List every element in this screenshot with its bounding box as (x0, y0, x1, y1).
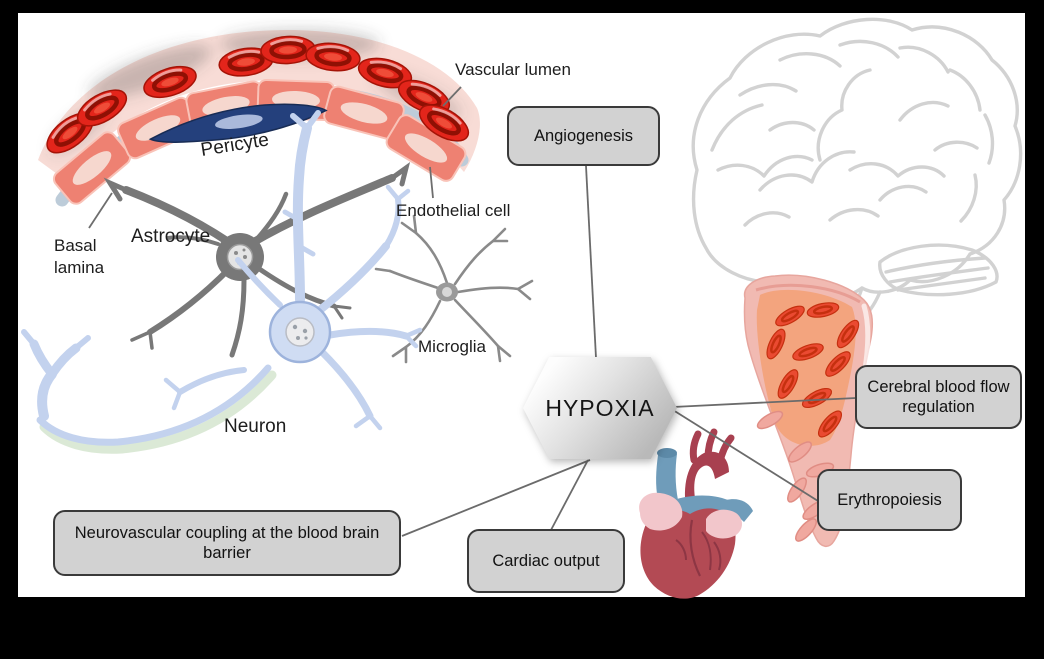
box-cardiac-output: Cardiac output (467, 529, 625, 593)
box-neurovascular-coupling: Neurovascular coupling at the blood brai… (53, 510, 401, 576)
label-leader-lines (88, 86, 462, 229)
box-cerebral-blood-flow-regulation: Cerebral blood flow regulation (855, 365, 1022, 429)
label-vascular-lumen: Vascular lumen (455, 60, 571, 79)
connector-hypoxia-cerebral-blood-flow (672, 397, 857, 408)
connector-hypoxia-neurovascular-coupling (401, 459, 591, 537)
hypoxia-hexagon: HYPOXIA (523, 357, 677, 459)
anatomical-heart-icon (639, 428, 753, 599)
box-angiogenesis: Angiogenesis (507, 106, 660, 166)
connector-lines (401, 165, 857, 537)
hypoxia-label: HYPOXIA (523, 357, 677, 459)
neurovascular-unit-capillary-icon (21, 29, 534, 454)
label-basal-lamina: Basal lamina (54, 236, 105, 278)
connector-hypoxia-angiogenesis (585, 165, 597, 359)
connector-hypoxia-cardiac-output (550, 459, 589, 531)
connector-hypoxia-erythropoiesis (672, 409, 819, 502)
label-neuron: Neuron (224, 416, 287, 437)
label-endothelial-cell: Endothelial cell (396, 201, 511, 220)
label-microglia: Microglia (418, 337, 487, 356)
box-erythropoiesis: Erythropoiesis (817, 469, 962, 531)
label-astrocyte: Astrocyte (131, 226, 211, 247)
brain-outline-sketch-icon (691, 17, 1023, 324)
